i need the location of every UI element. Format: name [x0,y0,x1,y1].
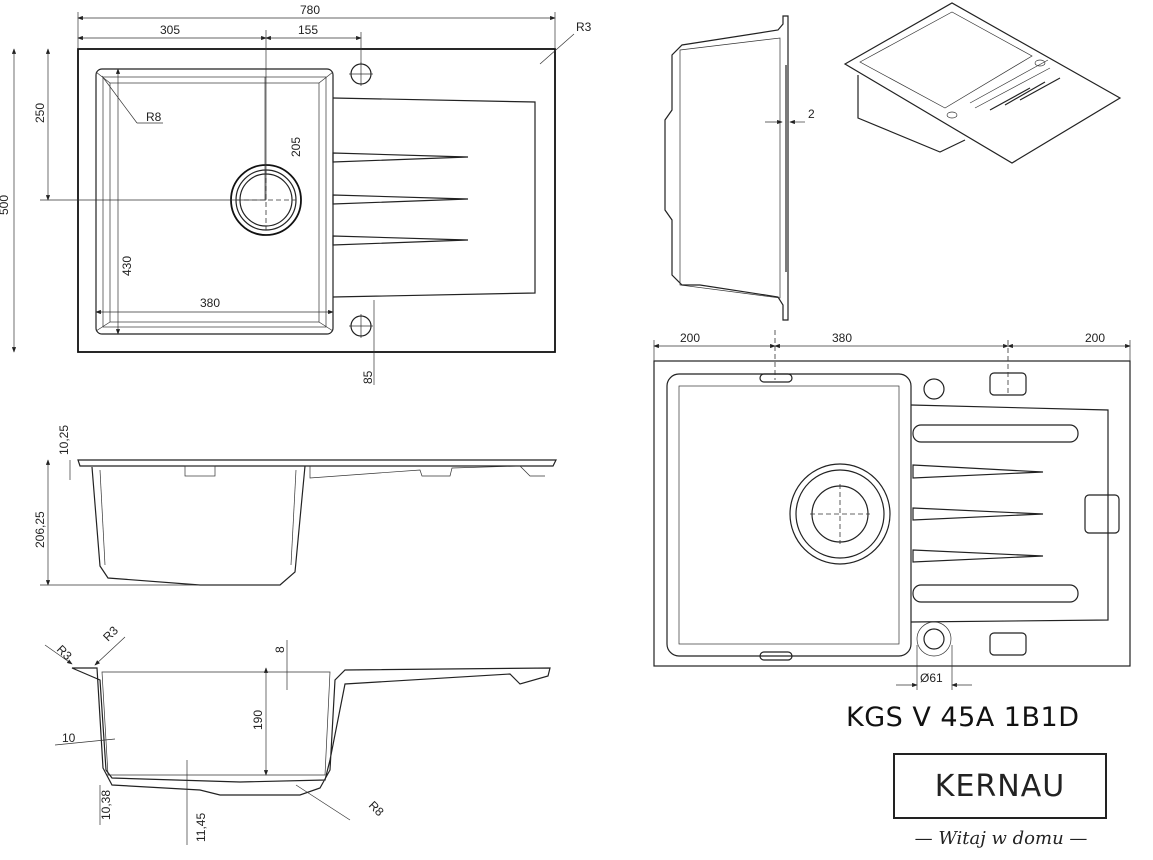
dim-85: 85 [361,370,375,384]
bottom-view: 200 380 200 Ø61 [653,330,1131,690]
dim-780: 780 [300,3,320,17]
bowl-outer [95,68,334,335]
dim-r8-bottom: R8 [366,798,387,819]
brand-name: KERNAU [934,768,1066,804]
isometric-view [843,2,1122,164]
brand-logo: KERNAU [893,753,1107,819]
dim-r8: R8 [146,110,162,124]
dim-206-25: 206,25 [33,511,47,548]
dim-10: 10 [62,731,76,745]
brand-slogan: — Witaj w domu — [914,828,1088,849]
dim-r3: R3 [576,20,592,34]
dim-2: 2 [808,107,815,121]
dim-200-right: 200 [1085,331,1105,345]
dim-380: 380 [200,296,220,310]
dim-10-38: 10,38 [99,790,113,820]
top-view: 780 305 155 R3 500 250 430 380 205 R8 85 [0,3,592,385]
dim-380-bottom: 380 [832,331,852,345]
dim-r3-inner: R3 [100,623,121,644]
dim-r3-left: R3 [54,642,75,663]
front-elevation-view: 10,25 206,25 [33,425,557,586]
dim-190: 190 [251,710,265,730]
dim-430: 430 [120,256,134,276]
dim-250: 250 [33,103,47,123]
dim-8: 8 [273,646,287,653]
cross-section-view: 190 8 R3 R3 10 10,38 11,45 R8 [44,623,551,845]
dim-155: 155 [298,23,318,37]
drainer [332,97,536,298]
dim-10-25: 10,25 [57,425,71,455]
sink-outline [77,48,556,353]
dim-500: 500 [0,195,11,215]
dim-305: 305 [160,23,180,37]
side-section-view: 2 [664,15,815,321]
dim-d61: Ø61 [920,671,943,685]
dim-205: 205 [289,137,303,157]
dim-200-left: 200 [680,331,700,345]
dim-11-45: 11,45 [194,813,208,842]
model-number: KGS V 45A 1B1D [846,702,1080,733]
